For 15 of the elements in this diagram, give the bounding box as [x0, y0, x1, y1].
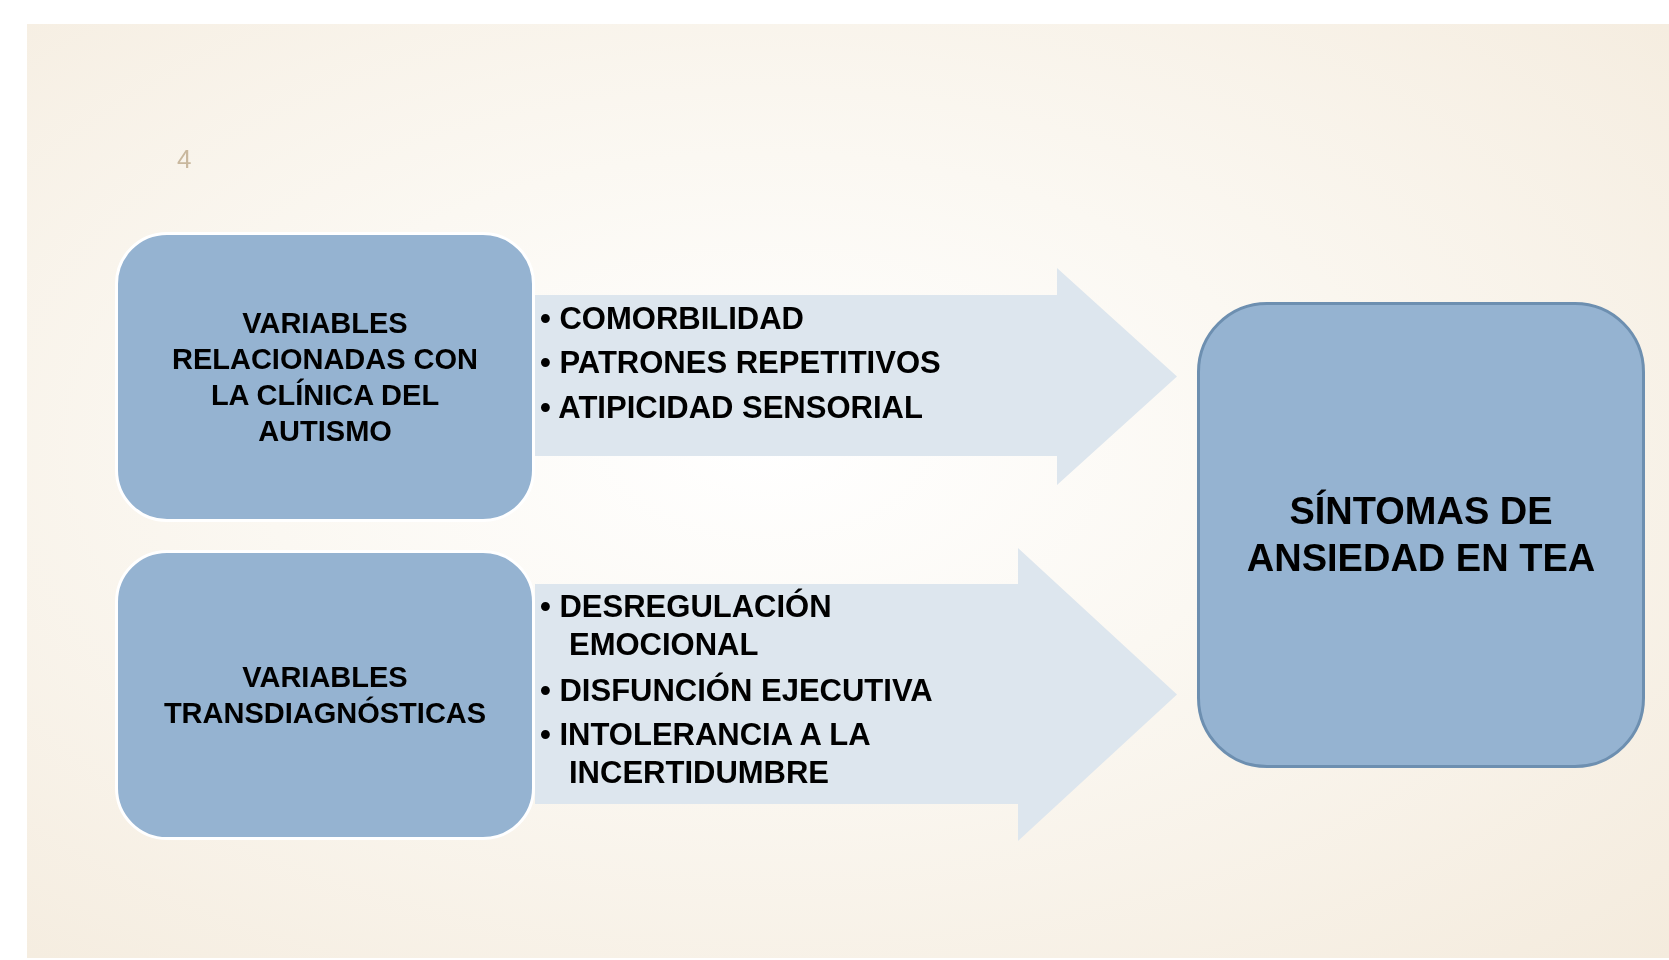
- box-label: VARIABLES TRANSDIAGNÓSTICAS: [162, 659, 488, 731]
- box-label: SÍNTOMAS DE ANSIEDAD EN TEA: [1245, 488, 1597, 581]
- list-item: • ATIPICIDAD SENSORIAL: [540, 389, 924, 427]
- rounded-box: [115, 232, 535, 522]
- list-item: • DESREGULACIÓN EMOCIONAL: [540, 588, 833, 664]
- block-arrow: [535, 268, 1177, 485]
- page-number: 4: [177, 144, 192, 175]
- list-item: • DISFUNCIÓN EJECUTIVA: [540, 672, 934, 710]
- block-arrow: [535, 548, 1177, 841]
- list-item: • PATRONES REPETITIVOS: [540, 344, 942, 382]
- rounded-box: [115, 550, 535, 840]
- list-item: • COMORBILIDAD: [540, 300, 805, 338]
- box-label: VARIABLES RELACIONADAS CON LA CLÍNICA DEL AUTISMO: [170, 305, 480, 450]
- rounded-box: [1197, 302, 1645, 768]
- list-item: • INTOLERANCIA A LA INCERTIDUMBRE: [540, 716, 871, 792]
